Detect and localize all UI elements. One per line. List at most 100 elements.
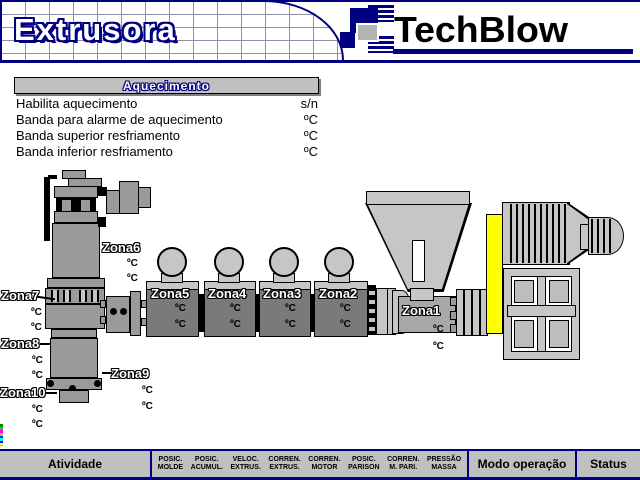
- fan-cover-fins: [591, 219, 613, 253]
- footer-col-corren-motor[interactable]: CORREN. MOTOR: [308, 456, 340, 472]
- hopper-sight-glass: [412, 240, 425, 282]
- zone-temp: ºC: [433, 341, 444, 352]
- gearbox-panel: [514, 280, 534, 303]
- flange-bolt: [51, 290, 59, 302]
- footer-col-posic-acumul[interactable]: POSIC. ACUMUL.: [191, 456, 223, 472]
- col-line1: POSIC.: [351, 456, 376, 463]
- param-label: Banda superior resfriamento: [16, 127, 181, 143]
- param-value-field[interactable]: ºC: [303, 143, 318, 159]
- flange-dot: [47, 380, 54, 387]
- zone-block-zona2: [314, 289, 368, 337]
- die-head-plate: [54, 186, 98, 198]
- zone-temp: ºC: [175, 319, 186, 330]
- pump-bolt-dot: [120, 308, 127, 315]
- col-line2: EXTRUS.: [230, 464, 261, 471]
- zone-temp: ºC: [32, 355, 43, 366]
- zone-label-zona8: Zona8: [1, 336, 40, 351]
- label-leader-line: [44, 392, 57, 394]
- zone-temp: ºC: [127, 273, 138, 284]
- die-head-post: [81, 200, 90, 211]
- param-value-field[interactable]: ºC: [303, 127, 318, 143]
- col-line2: MOTOR: [311, 464, 338, 471]
- footer-col-corren-mpari[interactable]: CORREN. M. PARI.: [387, 456, 419, 472]
- heating-row: Habilita aquecimento s/n: [16, 95, 318, 111]
- zone-temp: ºC: [31, 322, 42, 333]
- footer-col-posic-parison[interactable]: POSIC. PARISON: [348, 456, 379, 472]
- zone-temp: ºC: [340, 303, 351, 314]
- zone-temp: ºC: [230, 319, 241, 330]
- zone-label-zona6: Zona6: [102, 240, 141, 255]
- col-line1: PRESSÃO: [426, 456, 462, 463]
- status-button[interactable]: Status: [575, 451, 640, 477]
- blower-fan-icon: [269, 247, 299, 277]
- zone-label-zona2: Zona2: [319, 286, 358, 301]
- gearbox-panel: [514, 320, 534, 348]
- top-border: [0, 0, 640, 2]
- mode-button[interactable]: Modo operação: [467, 451, 575, 477]
- zone-temp: ºC: [285, 303, 296, 314]
- process-values-strip[interactable]: POSIC. MOLDE POSIC. ACUMUL. VELOC. EXTRU…: [150, 451, 467, 477]
- hopper-neck: [410, 288, 434, 301]
- col-line2: ACUMUL.: [190, 464, 223, 471]
- col-line2: M. PARI.: [389, 464, 418, 471]
- zone-block-zona3: [259, 289, 311, 337]
- flange-dot: [94, 380, 101, 387]
- zone-temp: ºC: [32, 404, 43, 415]
- flange-bolt: [79, 290, 87, 302]
- zone-temp: ºC: [433, 324, 444, 335]
- blower-fan-icon: [324, 247, 354, 277]
- zone-block-zona5: [146, 289, 199, 337]
- flange-bolt: [91, 290, 99, 302]
- heating-row: Banda superior resfriamento ºC: [16, 127, 318, 143]
- heating-row: Banda inferior resfriamento ºC: [16, 143, 318, 159]
- head-arm-link: [97, 187, 107, 196]
- logo-square-small-icon: [340, 32, 355, 48]
- brand-name: TechBlow: [394, 9, 569, 50]
- zone-temp: ºC: [32, 370, 43, 381]
- zone-label-zona4: Zona4: [208, 286, 247, 301]
- lower-barrel: [50, 338, 98, 378]
- footer-bar: Atividade POSIC. MOLDE POSIC. ACUMUL. VE…: [0, 449, 640, 480]
- zone-connector: [311, 294, 315, 332]
- die-head-plate: [54, 211, 98, 223]
- head-side-nub: [98, 217, 106, 227]
- blower-fan-icon: [157, 247, 187, 277]
- head-arm-block: [119, 181, 139, 214]
- col-line2: MASSA: [431, 464, 457, 471]
- gear-pump-body: [106, 296, 130, 333]
- pump-tab: [100, 316, 106, 324]
- zone-temp: ºC: [127, 258, 138, 269]
- col-line1: VELOC.: [232, 456, 259, 463]
- footer-col-veloc-extrus[interactable]: VELOC. EXTRUS.: [231, 456, 261, 472]
- logo-square-gray-icon: [356, 23, 379, 42]
- param-label: Banda para alarme de aquecimento: [16, 111, 223, 127]
- pump-bolt-dot: [110, 308, 117, 315]
- col-line2: EXTRUS.: [269, 464, 300, 471]
- header-divider: [0, 60, 640, 63]
- col-line1: CORREN.: [308, 456, 341, 463]
- footer-col-pressao-massa[interactable]: PRESSÃO MASSA: [427, 456, 461, 472]
- blower-fan-icon: [214, 247, 244, 277]
- crosshead-taper: [51, 329, 97, 338]
- label-leader-line: [40, 343, 50, 345]
- footer-col-posic-molde[interactable]: POSIC. MOLDE: [158, 456, 183, 472]
- die-head-barrel: [52, 223, 100, 278]
- flange-bolt: [63, 290, 71, 302]
- zone-temp: ºC: [31, 307, 42, 318]
- param-value-field[interactable]: s/n: [300, 95, 318, 111]
- param-value-field[interactable]: ºC: [303, 111, 318, 127]
- col-line1: CORREN.: [387, 456, 420, 463]
- gearbox-panel: [549, 320, 569, 348]
- zone-temp: ºC: [142, 385, 153, 396]
- heating-row: Banda para alarme de aquecimento ºC: [16, 111, 318, 127]
- die-head-post: [62, 200, 71, 211]
- activity-button[interactable]: Atividade: [0, 451, 150, 477]
- mode-label: Modo operação: [477, 457, 567, 471]
- label-leader-line: [102, 372, 112, 374]
- zone-temp: ºC: [230, 303, 241, 314]
- die-head-rod: [44, 177, 50, 241]
- param-label: Banda inferior resfriamento: [16, 143, 173, 159]
- crosshead-block: [45, 304, 105, 329]
- footer-col-corren-extrus[interactable]: CORREN. EXTRUS.: [268, 456, 300, 472]
